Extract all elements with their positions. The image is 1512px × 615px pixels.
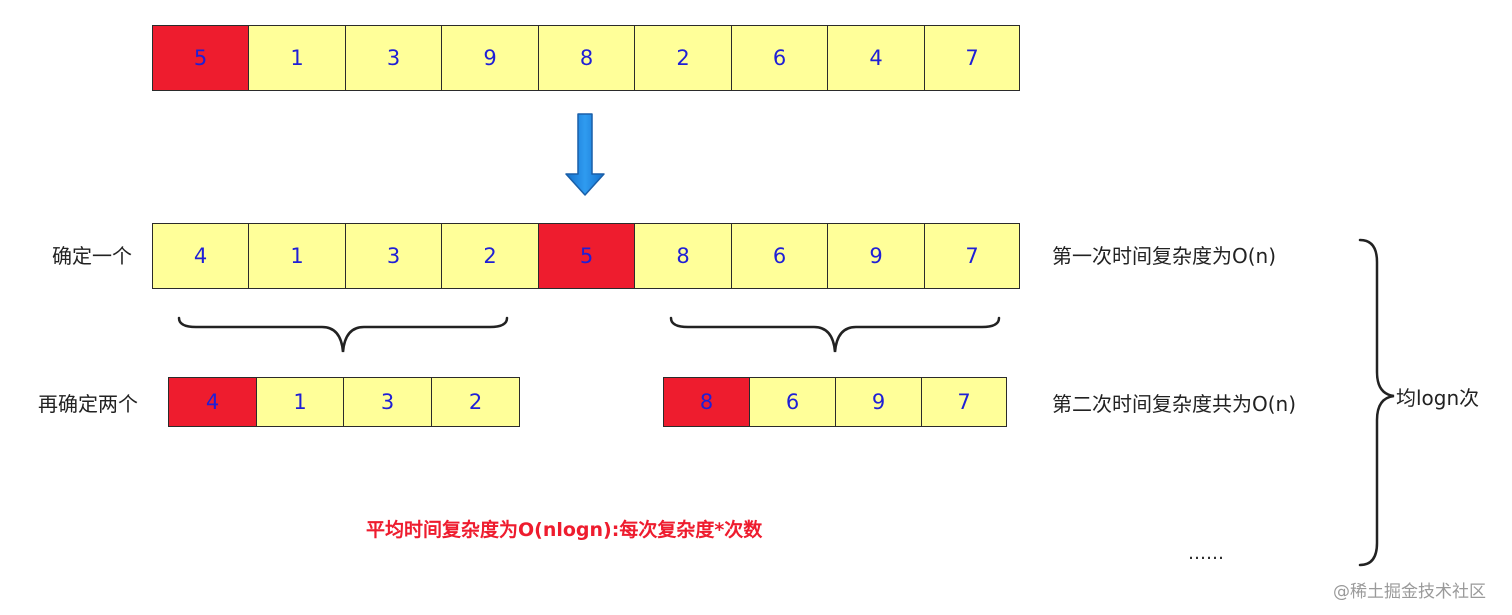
array-cell: 7: [925, 26, 1019, 90]
determine-two-label: 再确定两个: [38, 392, 138, 416]
array-cell: 6: [732, 224, 828, 288]
brace-label: 均logn次: [1396, 386, 1480, 410]
right-subarray: 8 6 9 7: [663, 377, 1007, 427]
left-subarray: 4 1 3 2: [168, 377, 520, 427]
vertical-brace: [1358, 238, 1395, 567]
array-cell: 8: [635, 224, 732, 288]
array-cell: 6: [732, 26, 828, 90]
array-cell: 9: [828, 224, 925, 288]
average-complexity-text: 平均时间复杂度为O(nlogn):每次复杂度*次数: [366, 519, 763, 541]
array-cell: 1: [249, 224, 346, 288]
array-cell: 3: [346, 26, 442, 90]
array-cell: 4: [153, 224, 249, 288]
array-cell: 9: [836, 378, 922, 426]
determine-one-label: 确定一个: [52, 244, 132, 268]
array-cell-pivot: 4: [169, 378, 257, 426]
first-complexity-label: 第一次时间复杂度为O(n): [1052, 244, 1277, 268]
array-cell: 6: [750, 378, 836, 426]
array-cell: 2: [635, 26, 732, 90]
ellipsis: ……: [1188, 543, 1224, 564]
array-cell: 7: [922, 378, 1006, 426]
second-complexity-label: 第二次时间复杂度共为O(n): [1052, 392, 1297, 416]
array-cell: 2: [432, 378, 519, 426]
watermark: @稀土掘金技术社区: [1333, 582, 1486, 602]
right-brace: [669, 316, 1001, 353]
array-cell-pivot: 5: [539, 224, 635, 288]
array-cell: 4: [828, 26, 925, 90]
array-cell: 3: [346, 224, 442, 288]
array-cell-pivot: 5: [153, 26, 249, 90]
left-brace: [177, 316, 509, 353]
array-cell: 1: [257, 378, 344, 426]
array-cell: 2: [442, 224, 539, 288]
first-partition-array: 4 1 3 2 5 8 6 9 7: [152, 223, 1020, 289]
array-cell: 7: [925, 224, 1019, 288]
array-cell-pivot: 8: [664, 378, 750, 426]
array-cell: 1: [249, 26, 346, 90]
array-cell: 8: [539, 26, 635, 90]
initial-array: 5 1 3 9 8 2 6 4 7: [152, 25, 1020, 91]
down-arrow-icon: [565, 113, 605, 196]
array-cell: 9: [442, 26, 539, 90]
array-cell: 3: [344, 378, 432, 426]
